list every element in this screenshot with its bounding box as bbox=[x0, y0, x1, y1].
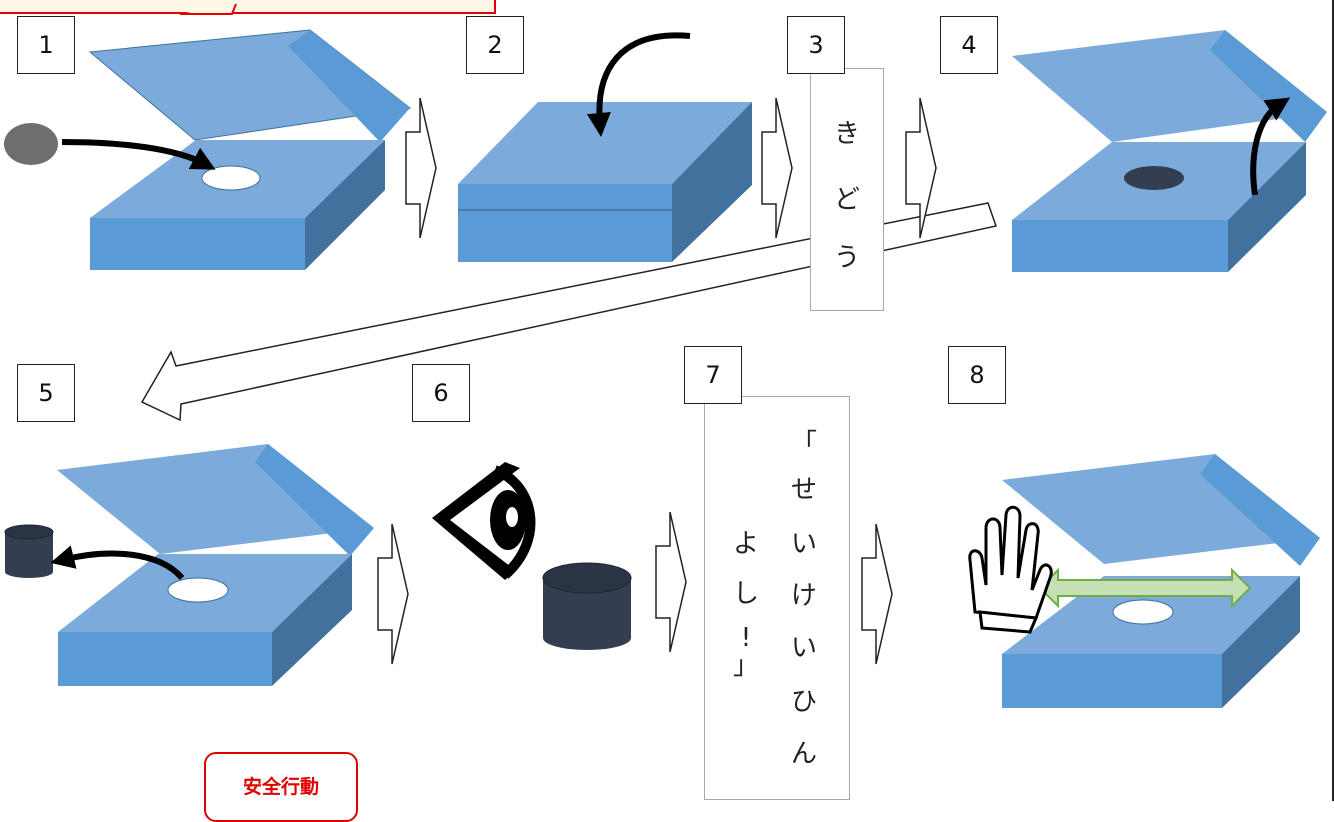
step5-open-box bbox=[57, 444, 374, 686]
step3-char: う bbox=[832, 245, 862, 271]
cylinder-icon bbox=[5, 525, 53, 578]
step-number-4: 4 bbox=[940, 16, 998, 74]
step8-hole bbox=[1113, 600, 1173, 624]
step7-char: い bbox=[789, 635, 819, 661]
step7-char: け bbox=[789, 583, 819, 609]
safety-action-badge: 安全行動 bbox=[204, 752, 358, 822]
step3-char: ど bbox=[832, 187, 862, 213]
step7-char: 「 bbox=[789, 431, 819, 457]
step5-hole bbox=[168, 578, 228, 602]
step-number-1: 1 bbox=[17, 16, 75, 74]
step-number-8: 8 bbox=[948, 346, 1006, 404]
step7-char: ん bbox=[789, 741, 819, 767]
step7-text-box: 「 せ い け い ひ ん よ し ! 」 bbox=[704, 396, 850, 800]
step7-char: よ bbox=[731, 531, 761, 557]
callout-pointer bbox=[180, 4, 236, 14]
step-number-5: 5 bbox=[17, 364, 75, 422]
step4-open-box bbox=[1012, 30, 1327, 272]
step-number-3-overlay: 3 bbox=[787, 16, 845, 74]
step-number-2: 2 bbox=[466, 16, 524, 74]
ball-icon bbox=[4, 123, 58, 165]
step-number-7: 7 bbox=[684, 346, 742, 404]
step7-char: せ bbox=[789, 477, 819, 503]
cylinder-icon bbox=[543, 563, 631, 650]
step7-char: ! bbox=[731, 625, 761, 651]
step3-char: き bbox=[832, 121, 862, 147]
step1-open-box bbox=[90, 30, 410, 270]
step1-hole bbox=[202, 166, 260, 190]
step-number-6: 6 bbox=[412, 364, 470, 422]
step3-text-box: き ど う bbox=[810, 68, 884, 311]
diagram-canvas bbox=[0, 0, 1334, 801]
step7-char: ひ bbox=[789, 689, 819, 715]
step2-closed-box bbox=[458, 102, 752, 262]
step7-char: い bbox=[789, 531, 819, 557]
step7-char: し bbox=[731, 581, 761, 607]
step4-filled-hole bbox=[1124, 166, 1184, 190]
glove-icon bbox=[970, 507, 1052, 632]
eye-icon bbox=[432, 462, 530, 580]
step7-char: 」 bbox=[731, 653, 761, 679]
